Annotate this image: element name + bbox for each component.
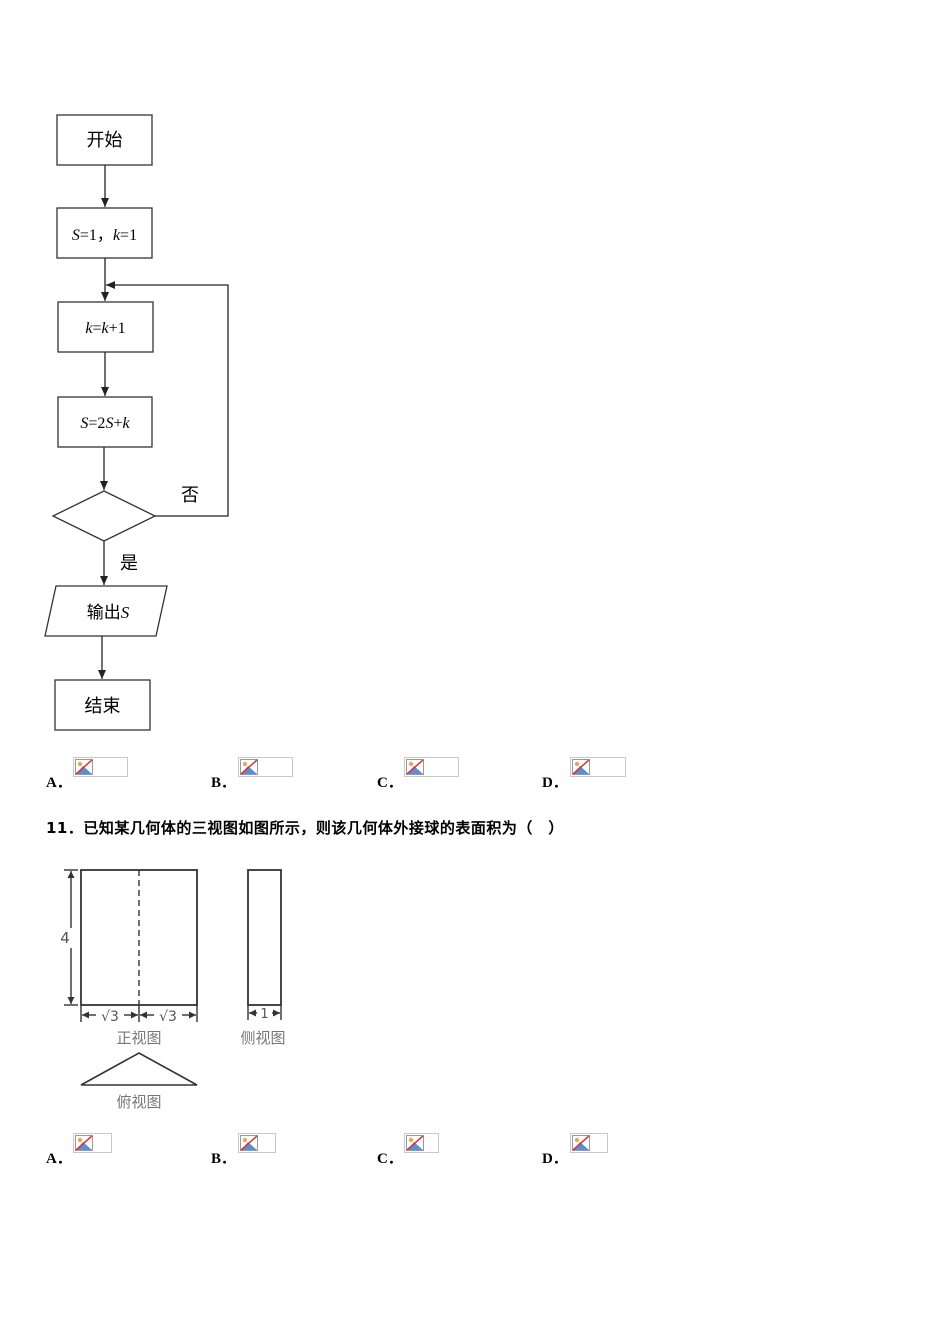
option-b-image[interactable] [238, 1133, 276, 1153]
top-view-triangle [80, 1052, 198, 1086]
no-label: 否 [181, 485, 199, 506]
width-label-1: √3 [101, 1009, 119, 1025]
option-d-image[interactable] [570, 1133, 608, 1153]
output-box [44, 585, 168, 637]
svg-text:k=k+1: k=k+1 [85, 320, 125, 337]
broken-image-icon [406, 759, 424, 775]
upd-plus: + [113, 415, 122, 432]
init-s-var: S [72, 227, 80, 244]
end-label: 结束 [85, 696, 121, 717]
broken-image-icon [240, 759, 258, 775]
yes-label: 是 [120, 553, 138, 574]
upd-s-var-2: S [105, 415, 113, 432]
broken-image-icon [240, 1135, 258, 1151]
svg-text:输出S: 输出S [87, 603, 130, 623]
option-c-image[interactable] [404, 757, 459, 777]
side-view-rect [247, 869, 282, 1006]
option-a-image[interactable] [73, 1133, 112, 1153]
increment-box [57, 301, 154, 353]
upd-k-var: k [122, 415, 130, 432]
inc-eq: = [92, 320, 101, 337]
option-d-letter: D． [542, 775, 568, 791]
end-box [54, 679, 151, 731]
option-c-letter: C． [377, 1151, 403, 1167]
side-width-label: 1 [260, 1007, 268, 1022]
output-var: S [121, 603, 130, 622]
init-k-value: =1 [120, 227, 137, 244]
decision-diamond [51, 490, 157, 542]
option-c-image[interactable] [404, 1133, 439, 1153]
option-a-letter: A． [46, 775, 72, 791]
broken-image-icon [572, 759, 590, 775]
upd-eq: =2 [88, 415, 105, 432]
broken-image-icon [572, 1135, 590, 1151]
broken-image-icon [406, 1135, 424, 1151]
init-box [56, 207, 153, 259]
three-view-figure: 4 √3 √3 1 正视图 侧视图 俯视图 [60, 869, 286, 1111]
option-d-letter: D． [542, 1151, 568, 1167]
inc-k-var: k [85, 320, 93, 337]
option-a-letter: A． [46, 1151, 72, 1167]
front-view-caption: 正视图 [116, 1029, 161, 1047]
option-b-letter: B． [211, 775, 237, 791]
start-label: 开始 [87, 130, 123, 151]
broken-image-icon [75, 759, 93, 775]
option-a-image[interactable] [73, 757, 128, 777]
svg-text:S=2S+k: S=2S+k [80, 415, 130, 432]
output-label: 输出 [87, 603, 121, 623]
option-b-image[interactable] [238, 757, 293, 777]
broken-image-icon [75, 1135, 93, 1151]
upd-s-var: S [80, 415, 88, 432]
option-b-letter: B． [211, 1151, 237, 1167]
option-d-image[interactable] [570, 757, 626, 777]
flowchart: 开始 S=1，k=1 k=k+1 S=2S+k 否 是 输出S 结束 [44, 114, 229, 731]
svg-text:S=1，k=1: S=1，k=1 [72, 227, 137, 244]
inc-rest: +1 [109, 320, 126, 337]
inc-k-var-2: k [102, 320, 110, 337]
height-label: 4 [60, 929, 70, 947]
init-s-value: =1， [80, 227, 113, 244]
start-box [56, 114, 153, 166]
width-label-2: √3 [159, 1009, 177, 1025]
side-view-caption: 侧视图 [240, 1029, 285, 1047]
update-box [57, 396, 153, 448]
option-c-letter: C． [377, 775, 403, 791]
init-k-var: k [113, 227, 121, 244]
top-view-caption: 俯视图 [116, 1093, 161, 1111]
question-11-text: 11．已知某几何体的三视图如图所示，则该几何体外接球的表面积为（ ） [46, 819, 564, 837]
